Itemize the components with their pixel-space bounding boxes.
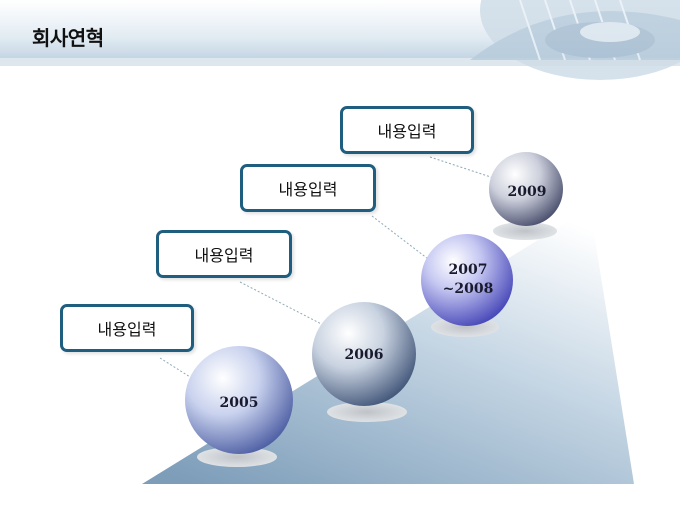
header-strip (0, 58, 680, 66)
sphere-shadow-2005 (197, 447, 277, 467)
year-label-2007-2008: 2007 ~2008 (442, 262, 494, 297)
sphere-shadow-2006 (327, 402, 407, 422)
sphere-shadow-2009 (493, 222, 557, 240)
label-box-2009[interactable]: 내용입력 (340, 106, 474, 154)
label-box-2005[interactable]: 내용입력 (60, 304, 194, 352)
label-box-2006[interactable]: 내용입력 (156, 230, 292, 278)
sphere-2006 (312, 302, 416, 406)
page-title: 회사연혁 (32, 26, 104, 50)
sphere-2009 (489, 152, 563, 226)
sphere-2007-2008 (421, 234, 513, 326)
year-label-2005: 2005 (219, 395, 259, 411)
year-label-2009: 2009 (507, 184, 547, 200)
label-box-2007-2008[interactable]: 내용입력 (240, 164, 376, 212)
year-label-2006: 2006 (344, 347, 384, 363)
header-decoration (470, 0, 680, 80)
sphere-2005 (185, 346, 293, 454)
